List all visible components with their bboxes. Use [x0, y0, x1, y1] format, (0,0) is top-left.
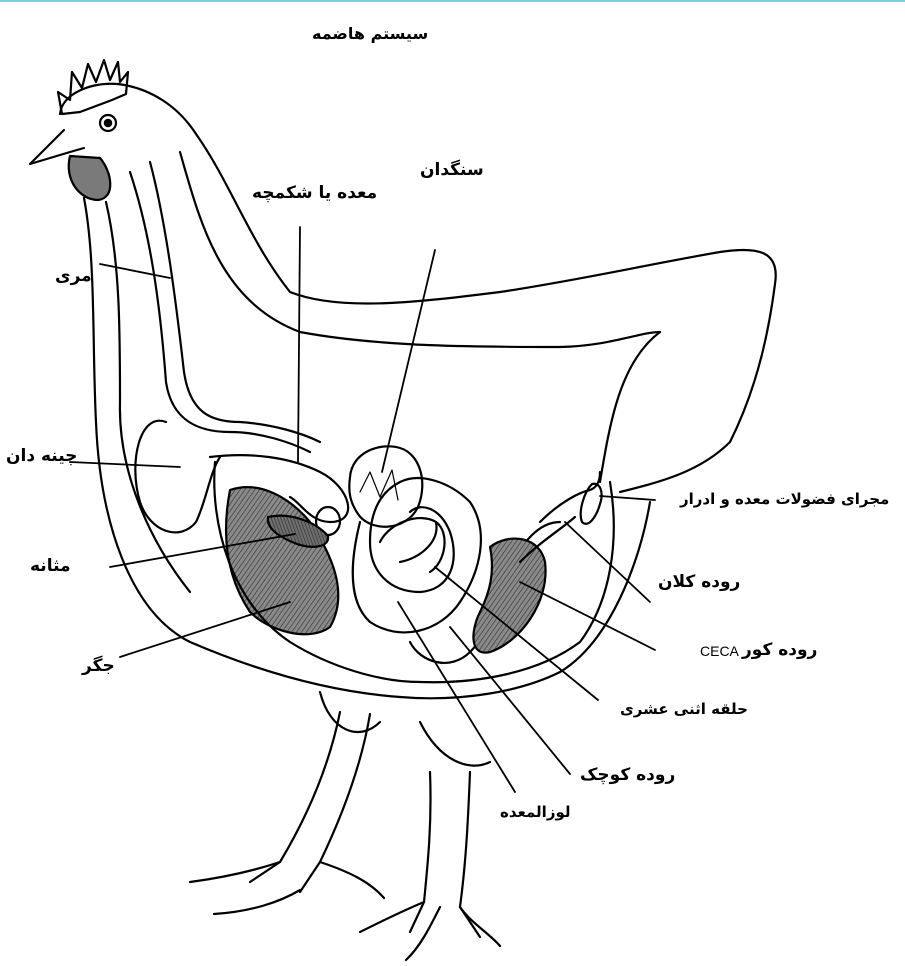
label-ceca-fa: روده کور	[742, 642, 817, 659]
ceca-organ	[473, 539, 545, 653]
label-duodenal-loop: حلقه اثنی عشری	[620, 702, 748, 717]
large-intestine	[540, 472, 600, 522]
label-bladder: مثانه	[30, 558, 71, 575]
label-gizzard: سنگدان	[420, 162, 484, 179]
wattle	[69, 156, 111, 200]
label-pancreas: لوزالمعده	[500, 805, 571, 820]
foot-right	[360, 902, 500, 960]
breast-outline	[84, 198, 400, 697]
label-ceca-en: CECA	[700, 644, 739, 658]
label-stomach: معده یا شکمچه	[252, 185, 377, 202]
esophagus-tube	[130, 172, 310, 452]
foot-left	[190, 862, 384, 914]
leg-right	[410, 772, 431, 932]
crop-organ	[135, 421, 220, 533]
label-small-intestine: روده کوچک	[580, 767, 675, 784]
neck-inner	[106, 202, 190, 592]
label-crop: چینه دان	[6, 448, 77, 465]
wing-outline	[180, 152, 660, 347]
label-liver: جگر	[82, 658, 115, 675]
wing-lower	[600, 332, 660, 482]
label-large-intestine: روده کلان	[658, 574, 740, 591]
label-cloaca: مجرای فضولات معده و ادرار	[680, 492, 889, 507]
label-esophagus: مری	[55, 268, 92, 285]
diagram-title: سیستم هاضمه	[312, 26, 428, 42]
leg-left	[250, 712, 340, 882]
comb	[58, 60, 128, 114]
head-outline	[60, 84, 196, 134]
